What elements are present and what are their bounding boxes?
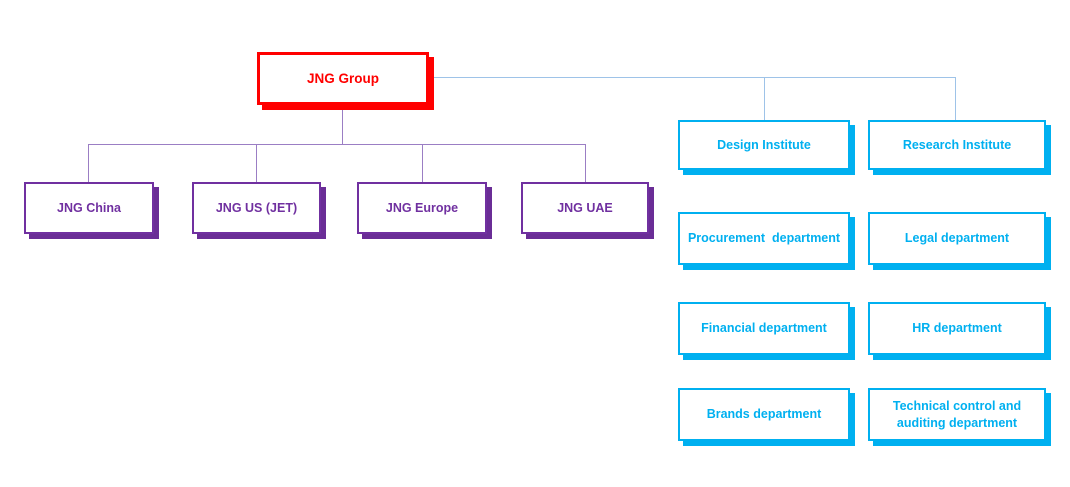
connector-drop-jng-us (256, 144, 257, 182)
connector-institutes-rail (430, 77, 956, 78)
node-procurement-department: Procurement department (678, 212, 850, 265)
node-technical-control-auditing-department: Technical control and auditing departmen… (868, 388, 1046, 441)
connector-drop-jng-europe (422, 144, 423, 182)
node-jng-uae: JNG UAE (521, 182, 649, 234)
node-jng-uae-label: JNG UAE (557, 200, 613, 215)
connector-drop-jng-china (88, 144, 89, 182)
node-brands-department-label: Brands department (706, 407, 822, 422)
node-legal-department-label: Legal department (904, 231, 1010, 246)
node-design-institute: Design Institute (678, 120, 850, 170)
connector-drop-design-institute (764, 77, 765, 120)
node-jng-europe-label: JNG Europe (385, 200, 459, 215)
node-procurement-department-label: Procurement department (687, 231, 841, 246)
connector-subsidiaries-rail (88, 144, 586, 145)
node-jng-group: JNG Group (257, 52, 429, 105)
node-jng-china-label: JNG China (57, 200, 121, 215)
node-jng-us-jet: JNG US (JET) (192, 182, 321, 234)
node-jng-china: JNG China (24, 182, 154, 234)
node-design-institute-label: Design Institute (717, 137, 811, 152)
node-jng-group-label: JNG Group (306, 70, 379, 86)
node-jng-us-jet-label: JNG US (JET) (215, 200, 298, 215)
node-technical-control-auditing-department-label: Technical control and auditing departmen… (892, 399, 1025, 430)
node-financial-department: Financial department (678, 302, 850, 355)
node-hr-department-label: HR department (912, 321, 1002, 336)
connector-root-stem (342, 105, 343, 145)
connector-drop-research-institute (955, 77, 956, 120)
node-financial-department-label: Financial department (701, 321, 827, 336)
node-research-institute-label: Research Institute (902, 137, 1012, 152)
node-hr-department: HR department (868, 302, 1046, 355)
node-legal-department: Legal department (868, 212, 1046, 265)
node-jng-europe: JNG Europe (357, 182, 487, 234)
connector-drop-jng-uae (585, 144, 586, 182)
node-research-institute: Research Institute (868, 120, 1046, 170)
node-brands-department: Brands department (678, 388, 850, 441)
